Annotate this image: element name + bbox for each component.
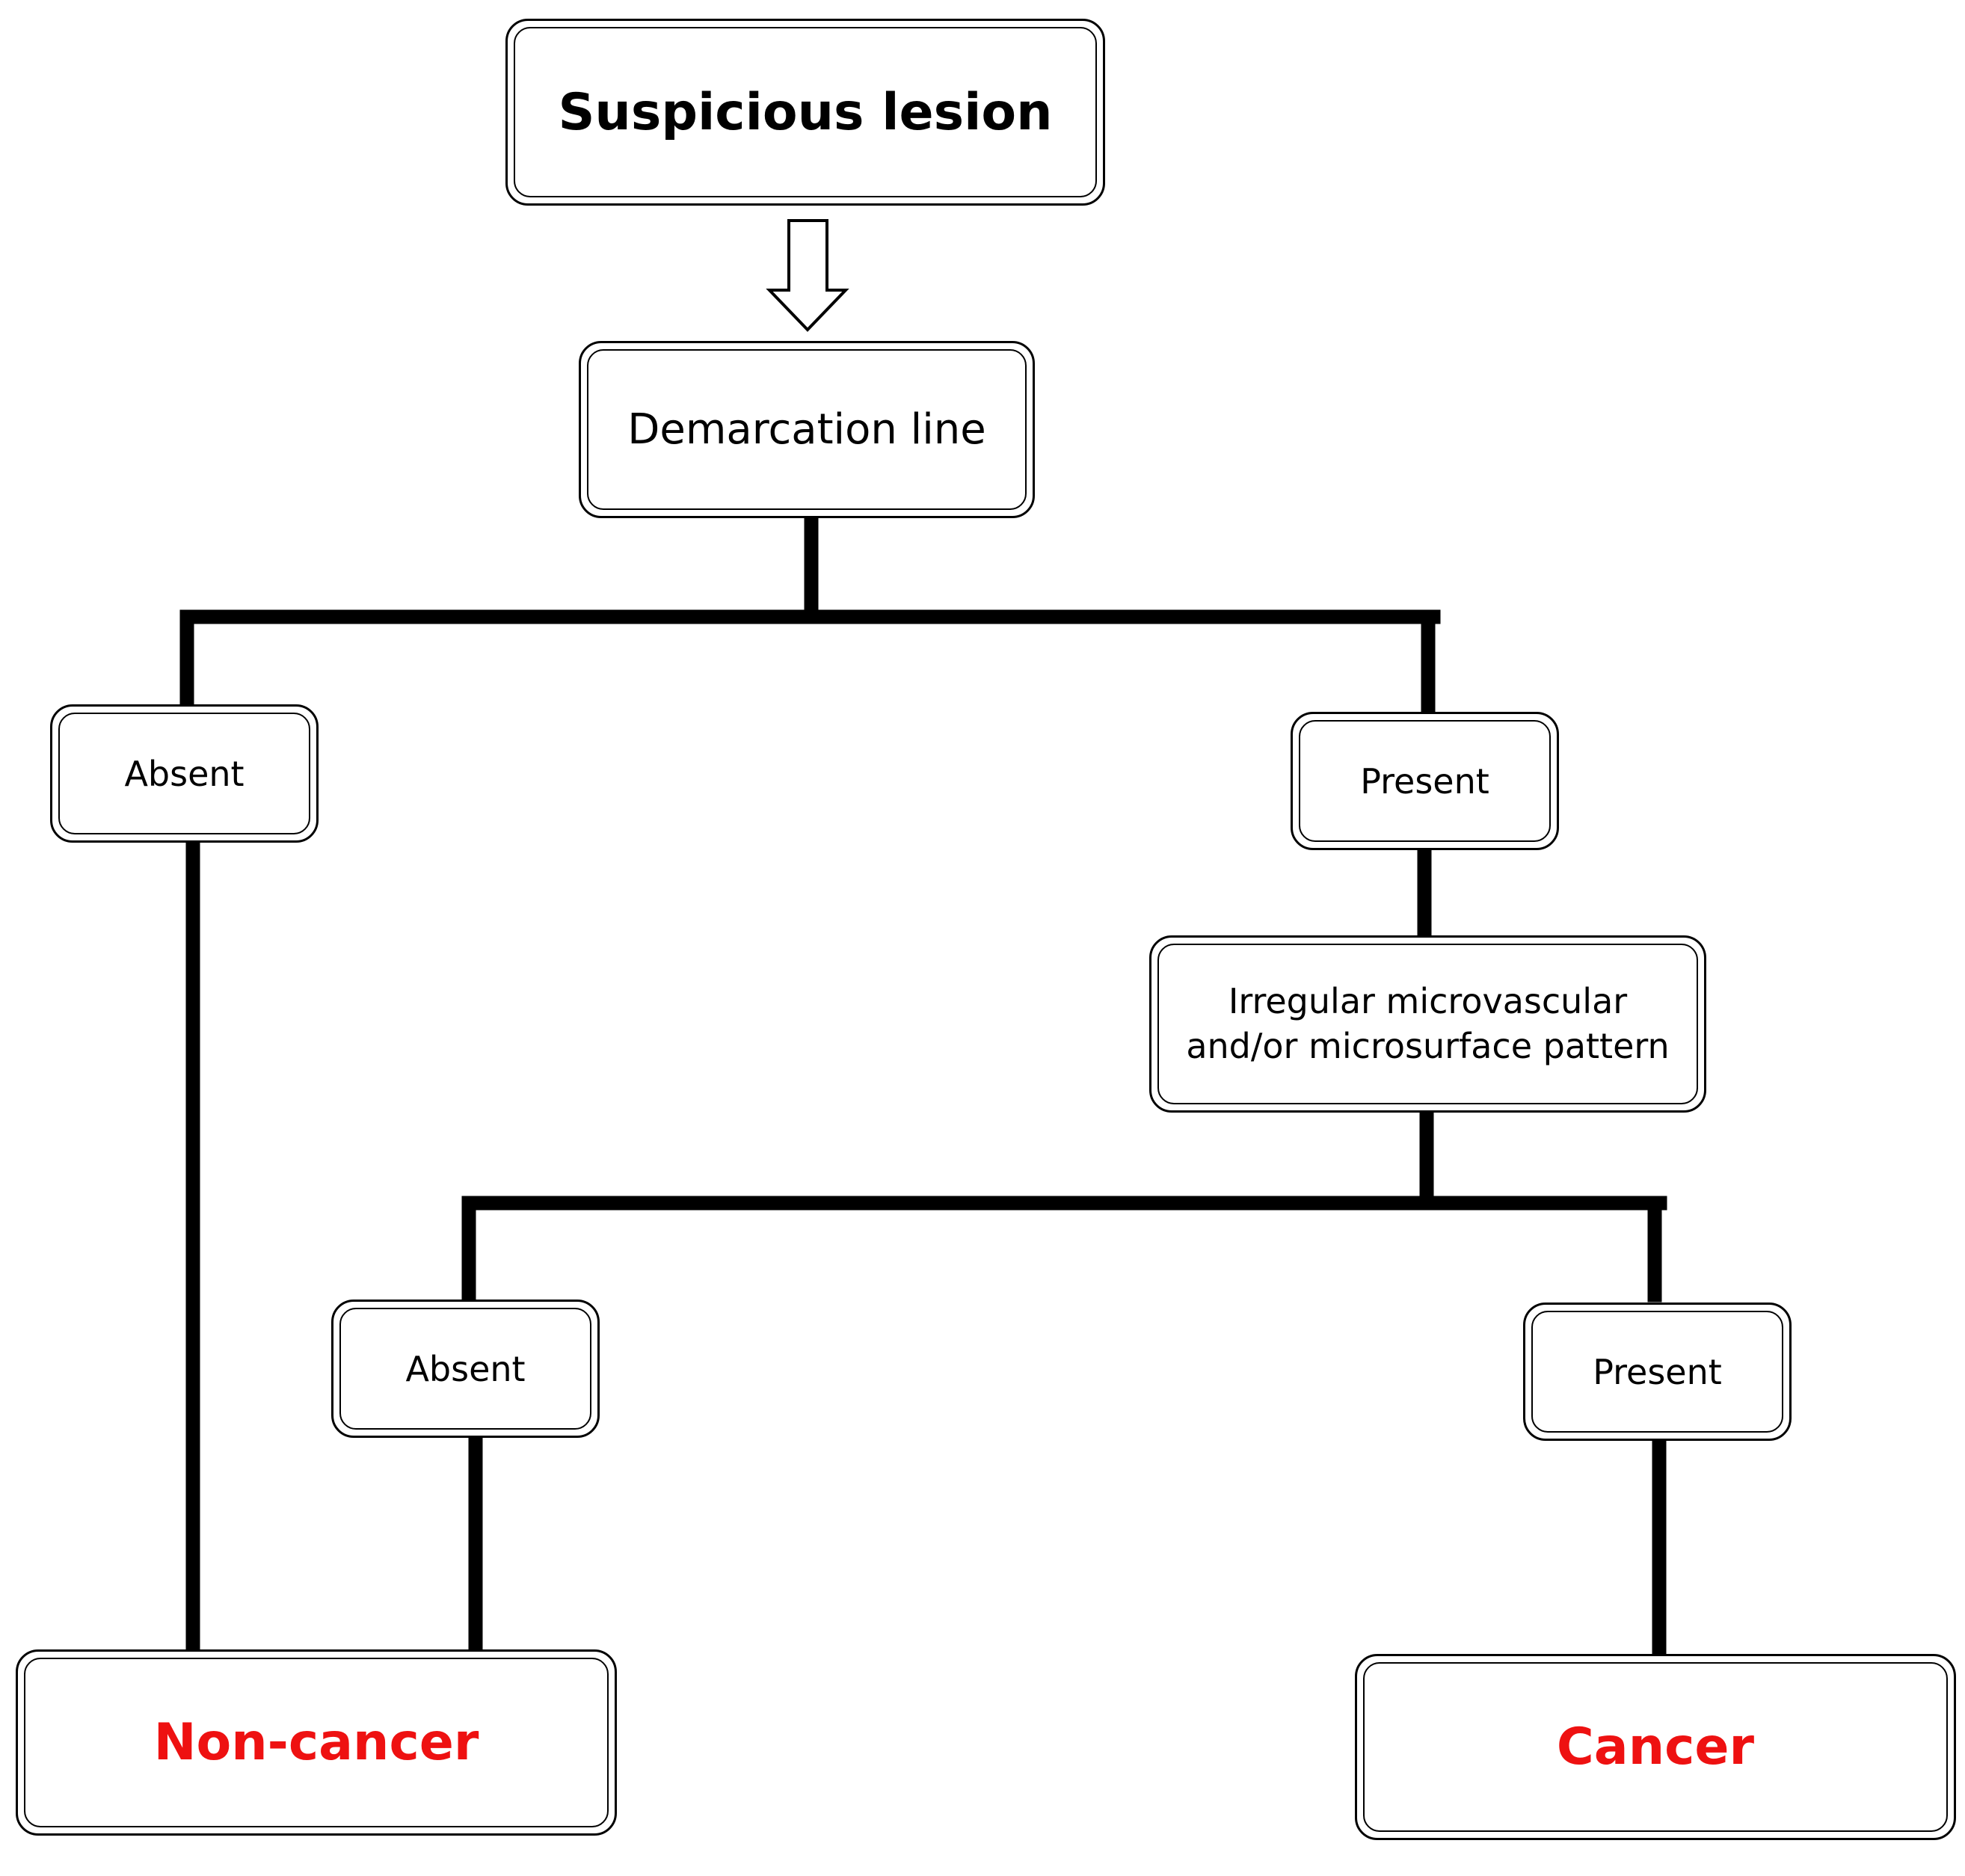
node-demarcation-line: Demarcation line [579, 341, 1035, 518]
node-absent-1: Absent [50, 704, 319, 843]
node-label: Demarcation line [627, 405, 986, 454]
node-suspicious-lesion: Suspicious lesion [505, 19, 1105, 206]
connector-irregular-split [461, 1105, 1667, 1307]
node-non-cancer: Non-cancer [16, 1649, 617, 1836]
node-label: Suspicious lesion [558, 82, 1053, 142]
outcome-label: Non-cancer [153, 1713, 479, 1772]
node-label: Absent [124, 753, 245, 794]
node-label: Present [1360, 760, 1489, 802]
connector-demarcation-split [179, 511, 1441, 719]
outcome-label: Cancer [1556, 1717, 1755, 1777]
node-irregular-pattern: Irregular microvascular and/or microsurf… [1149, 935, 1706, 1113]
node-cancer: Cancer [1355, 1654, 1956, 1840]
node-label: Absent [405, 1348, 526, 1389]
node-present-1: Present [1291, 712, 1559, 850]
down-arrow-icon [766, 219, 849, 332]
node-label-line-1: Irregular microvascular [1228, 980, 1628, 1021]
node-label: Irregular microvascular and/or microsurf… [1186, 979, 1669, 1069]
node-label-line-2: and/or microsurface pattern [1186, 1025, 1670, 1066]
node-absent-2: Absent [331, 1300, 600, 1438]
node-present-2: Present [1523, 1303, 1792, 1441]
node-label: Present [1593, 1351, 1722, 1392]
